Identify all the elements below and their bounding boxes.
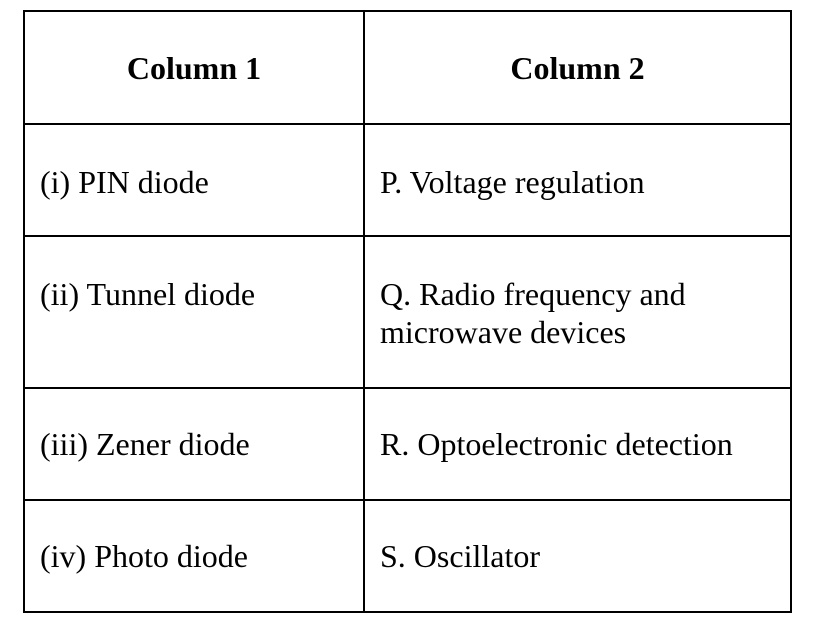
cell-text: (iv) Photo diode bbox=[40, 538, 248, 574]
column-1-cell: (i) PIN diode bbox=[23, 123, 365, 237]
column-2-cell: P. Voltage regulation bbox=[363, 123, 792, 237]
column-1-cell: (iii) Zener diode bbox=[23, 387, 365, 501]
table-row: (i) PIN diode P. Voltage regulation bbox=[23, 123, 792, 237]
column-2-cell: S. Oscillator bbox=[363, 499, 792, 613]
matching-table: Column 1 Column 2 (i) PIN diode P. Volta… bbox=[23, 10, 792, 613]
cell-text: Q. Radio frequency and microwave devices bbox=[380, 276, 686, 350]
cell-text: S. Oscillator bbox=[380, 538, 540, 574]
cell-text: (i) PIN diode bbox=[40, 164, 209, 200]
cell-text: (iii) Zener diode bbox=[40, 426, 250, 462]
column-1-header: Column 1 bbox=[23, 10, 365, 125]
cell-text: (ii) Tunnel diode bbox=[40, 276, 256, 312]
column-1-cell: (iv) Photo diode bbox=[23, 499, 365, 613]
table-row: (iii) Zener diode R. Optoelectronic dete… bbox=[23, 387, 792, 501]
cell-text: P. Voltage regulation bbox=[380, 164, 645, 200]
column-2-cell: R. Optoelectronic detection bbox=[363, 387, 792, 501]
column-2-cell: Q. Radio frequency and microwave devices bbox=[363, 235, 792, 389]
table-row: (iv) Photo diode S. Oscillator bbox=[23, 499, 792, 613]
cell-text: R. Optoelectronic detection bbox=[380, 426, 733, 462]
column-2-header: Column 2 bbox=[363, 10, 792, 125]
table-row: (ii) Tunnel diode Q. Radio frequency and… bbox=[23, 235, 792, 389]
column-1-cell: (ii) Tunnel diode bbox=[23, 235, 365, 389]
header-row: Column 1 Column 2 bbox=[23, 10, 792, 125]
